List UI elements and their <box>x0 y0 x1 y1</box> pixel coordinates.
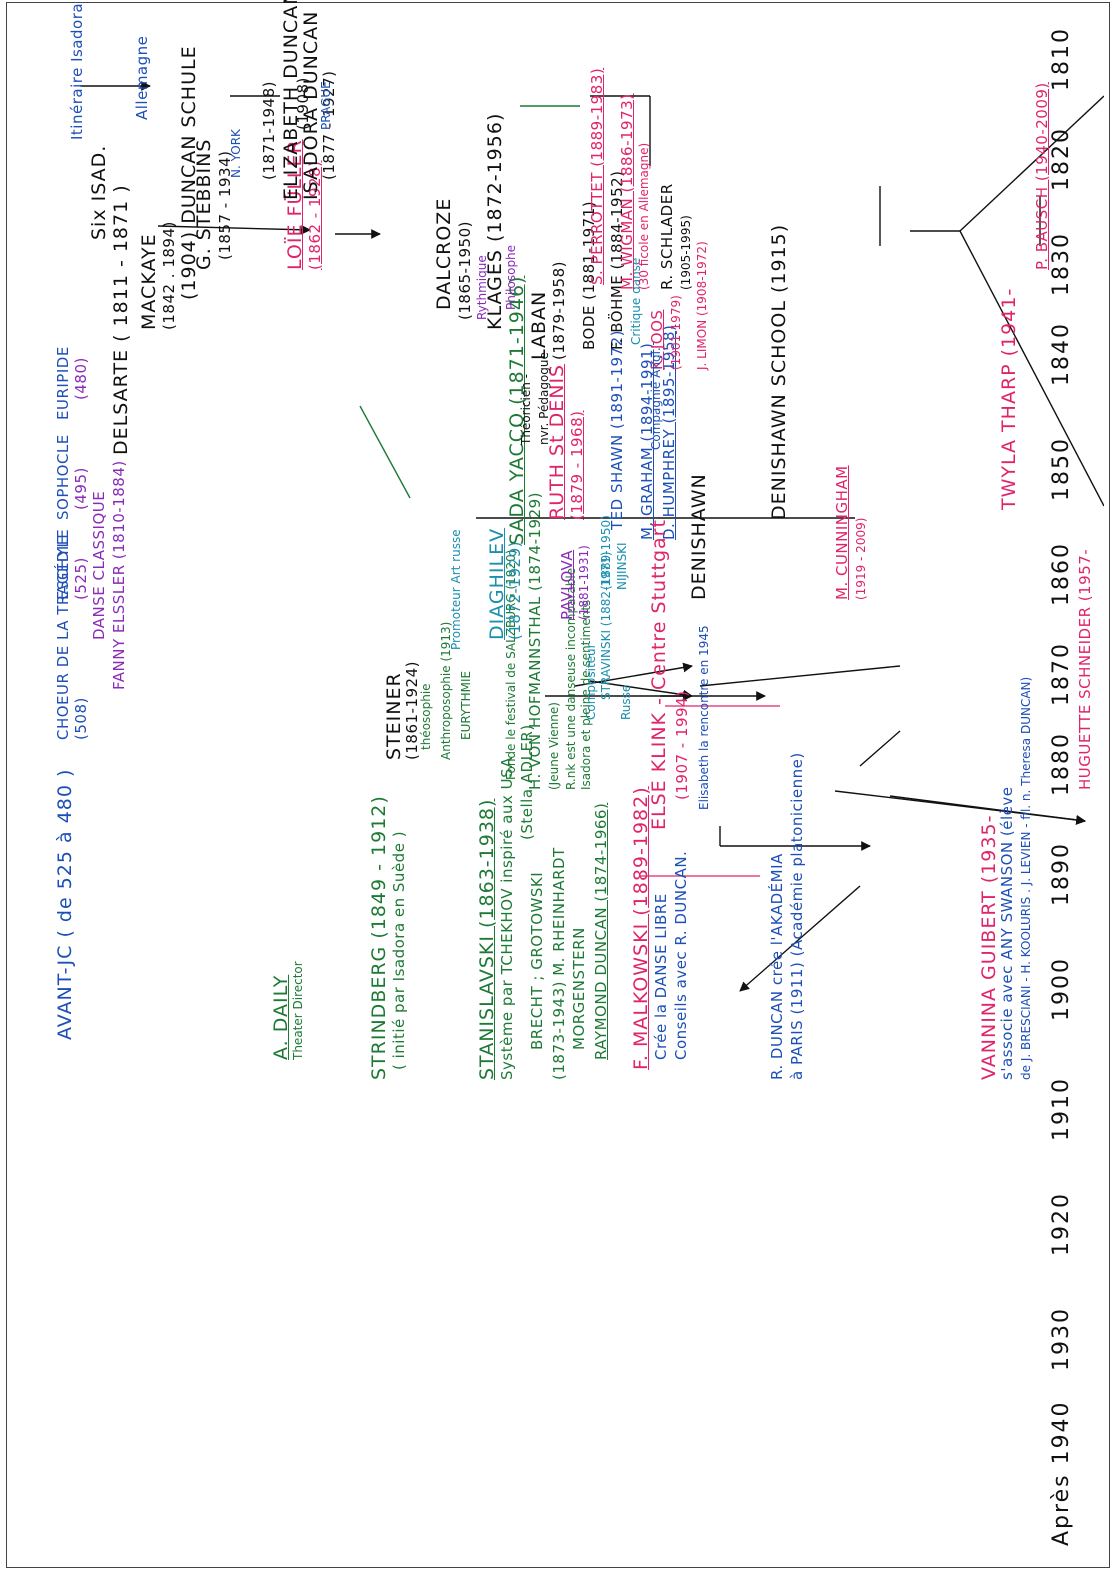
label-jeune-vienne: (Jeune Vienne) <box>547 702 561 790</box>
label-denishawn1: DENISHAWN <box>688 473 710 600</box>
label-sophocle-date: (495) <box>72 467 90 510</box>
label-diaghilev-date: (1872-1929) <box>506 541 524 640</box>
label-laban-date: (1879-1958) <box>550 261 568 360</box>
label-compagnie: Compagnie Angl. <box>649 347 663 450</box>
label-promoter: Promoteur Art russe <box>449 529 463 650</box>
label-rduncan1: R. DUNCAN crée l'AKADÉMIA <box>768 853 786 1080</box>
label-fanny: FANNY ELSSLER (1810-1884) <box>110 460 128 690</box>
label-cunningham-date: (1919 - 2009) <box>854 517 868 600</box>
label-daly-note: Theater Director <box>291 961 305 1060</box>
line-limon-bausch <box>889 795 1086 825</box>
label-perrottet: S. PERROTTET (1889-1983) <box>588 67 606 285</box>
label-else-note: Elisabeth la rencontre en 1945 <box>697 625 711 810</box>
line-laban-wigman <box>589 680 693 700</box>
line-denishawn-joos <box>859 730 901 767</box>
label-klages-note: Philosophe <box>504 244 518 310</box>
label-bausch: P. BAUSCH (1940-2009) <box>1033 82 1051 270</box>
label-stanislavski-note: Système par TCHEKHOV inspiré aux USA <box>498 756 516 1080</box>
label-joos-date: (1901-1979) <box>669 295 683 370</box>
label-stravinski-note: Compositeur <box>584 643 598 720</box>
label-morgenstern: MORGENSTERN <box>570 927 588 1050</box>
line-cunningham-twyla <box>739 885 861 992</box>
label-steiner-note1: théosophie <box>419 683 433 750</box>
label-limon: J. LIMON (1908-1972) <box>695 241 709 370</box>
label-pavlova-date: (1881-1931) <box>577 545 591 620</box>
label-vannina: VANNINA GUIBERT (1935- <box>978 814 1000 1080</box>
page-frame <box>6 2 1110 1568</box>
label-six-isad: Six ISAD. <box>88 144 110 240</box>
label-rheinhardt: (1873-1943) M. RHEINHARDT <box>550 847 568 1080</box>
label-stravinski-note2: Russe <box>619 684 633 720</box>
label-ted: TED SHAWN (1891-1972) <box>608 330 626 530</box>
label-schlader: R. SCHLADER <box>658 183 676 290</box>
label-euripide: EURIPIDE <box>54 346 72 420</box>
label-bode-note1: Théoricien - <box>519 374 533 445</box>
label-mackaye-date: (1842 . 1894) <box>160 221 178 330</box>
label-nijinski: NIJINSKI <box>615 542 629 590</box>
label-ruth-date: (1879 - 1968) <box>568 410 586 520</box>
label-else-date: (1907 - 1994) <box>673 690 691 800</box>
label-prague: PRAGUE <box>319 81 333 130</box>
label-diaghilev: DIAGHILEV <box>486 527 508 640</box>
label-y1908: (1908) <box>294 77 312 130</box>
label-eschyle-date: (525) <box>72 557 90 600</box>
label-malkowski-note2: Conseils avec R. DUNCAN. <box>672 850 690 1060</box>
label-rduncan2: à PARIS (1911) (Académie platonicienne) <box>788 752 806 1080</box>
label-itineraire: Itinéraire Isadora <box>68 2 86 140</box>
label-allemagne: Allemagne <box>133 35 151 120</box>
label-duncan-schule: (1904) DUNCAN SCHULE <box>178 45 200 300</box>
label-denishawn2: DENISHAWN SCHOOL (1915) <box>768 223 790 520</box>
label-strindberg: STRINDBERG (1849 - 1912) <box>368 795 390 1080</box>
label-pavlova: PAVLOVA <box>558 549 576 620</box>
label-strindberg-note: ( initié par Isadora en Suède ) <box>390 830 408 1070</box>
label-else-klink: ELSE KLINK - Centre Stuttgart <box>648 519 670 830</box>
label-euripide-date: (480) <box>72 357 90 400</box>
label-laban: LABAN <box>528 290 550 360</box>
label-wigman: M. WIGMAN (1886-1973) <box>618 93 636 290</box>
label-bode-note2: nvr. Pédagogue <box>537 352 551 445</box>
label-malkowski-note1: Crée la DANSE LIBRE <box>652 893 670 1060</box>
label-wigman-note: (30 ficole en Allemagne) <box>637 142 651 290</box>
label-vannina-note1: s'associe avec ANY SWANSON (élève <box>998 786 1016 1081</box>
label-huguette: HUGUETTE SCHNEIDER (1957- <box>1076 548 1094 790</box>
label-twyla: TWYLA THARP (1941- <box>998 287 1020 510</box>
label-stanislavski: STANISLAVSKI (1863-1938) <box>476 798 498 1080</box>
line-green-strindberg <box>359 405 411 499</box>
label-schlader-date: (1905-1995) <box>679 215 693 290</box>
label-hofmannsthal: H. VON HOFMANNSTHAL (1874-1929) <box>526 491 544 790</box>
label-danse-classique: DANSE CLASSIQUE <box>90 490 108 640</box>
line-dalcroze-perrottet <box>574 662 693 687</box>
label-vannina-note2: de J. BRESCIANI - H. KOOLURIS . J. LEVIE… <box>1019 676 1033 1080</box>
label-mackaye: MACKAYE <box>138 233 160 330</box>
line-duncan-branch-down <box>959 230 1104 507</box>
label-dalcroze: DALCROZE <box>433 197 455 310</box>
label-delsarte: DELSARTE ( 1811 - 1871 ) <box>110 184 132 455</box>
label-cunningham: M. CUNNINGHAM <box>833 465 851 600</box>
label-sophocle: SOPHOCLE <box>54 434 72 520</box>
label-brecht: BRECHT ; GROTOWSKI <box>528 871 546 1050</box>
label-raymond: RAYMOND DUNCAN (1874-1966) <box>592 802 610 1060</box>
label-newyork: N. YORK <box>229 129 243 178</box>
label-elizabeth-date: (1871-1948) <box>260 81 278 180</box>
label-steiner-note3: EURYTHMIE <box>459 670 473 740</box>
line-delsarte-mackaye <box>157 224 311 235</box>
label-klages: KLAGES (1872-1956) <box>484 112 506 330</box>
label-dalcroze-date: (1865-1950) <box>456 221 474 320</box>
line-duncan-branch-up <box>959 95 1104 232</box>
label-choeur-date: (508) <box>72 697 90 740</box>
label-steiner: STEINER <box>383 672 405 760</box>
label-eschyle: ESCHYLE <box>54 528 72 600</box>
line-isadora-perrottet <box>699 665 901 687</box>
label-daly: A. DAILY <box>270 974 292 1060</box>
label-avant-jc: AVANT-JC ( de 525 à 480 ) <box>54 768 76 1040</box>
